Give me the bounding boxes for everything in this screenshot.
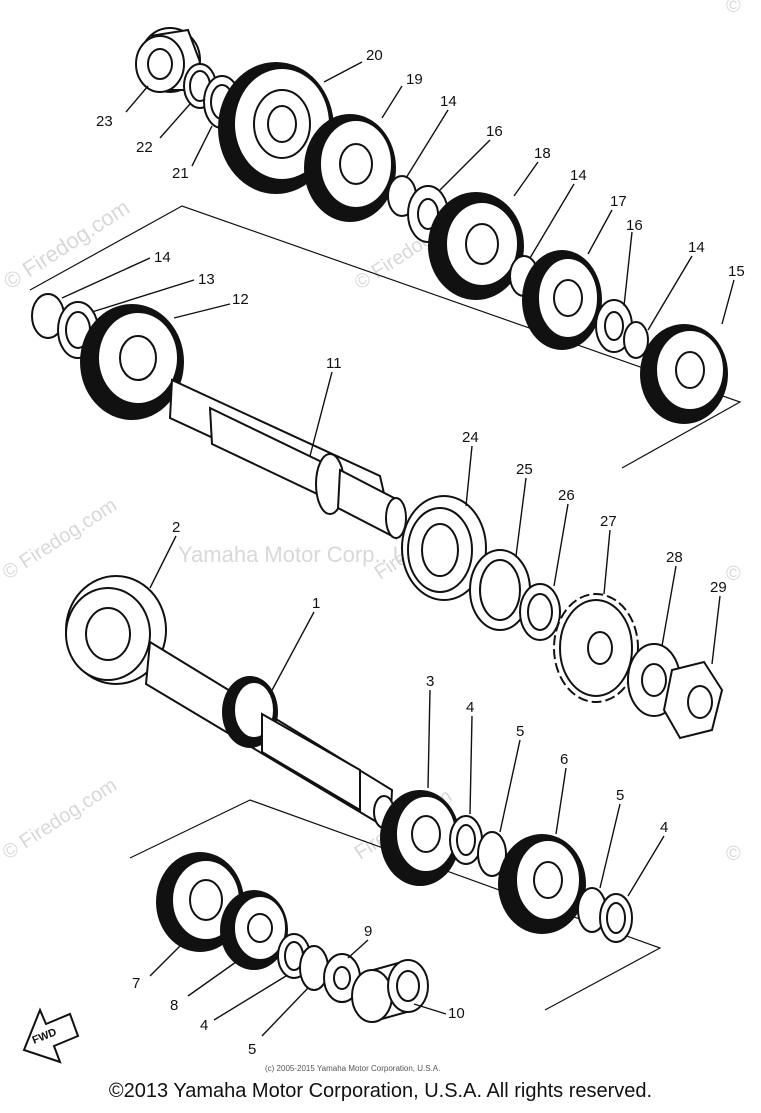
callout-14-d: 14 bbox=[154, 249, 171, 266]
part-20-gear bbox=[218, 62, 334, 194]
fwd-arrow-icon: FWD bbox=[22, 1007, 80, 1064]
part-18-gear bbox=[428, 192, 524, 300]
part-24-bearing bbox=[401, 495, 487, 601]
callout-5-a: 5 bbox=[516, 723, 524, 740]
part-17-gear bbox=[522, 250, 602, 350]
callout-13: 13 bbox=[198, 271, 215, 288]
callout-16-b: 16 bbox=[626, 217, 643, 234]
callout-20: 20 bbox=[366, 47, 383, 64]
callout-4-b: 4 bbox=[660, 819, 668, 836]
callout-4-c: 4 bbox=[200, 1017, 208, 1034]
small-credit: (c) 2005-2015 Yamaha Motor Corporation, … bbox=[265, 1064, 440, 1073]
part-15-gear bbox=[640, 324, 728, 424]
part-5-circlip-a bbox=[477, 831, 507, 877]
part-10-needle-bearing bbox=[351, 959, 429, 1023]
callout-2: 2 bbox=[172, 519, 180, 536]
callout-5-c: 5 bbox=[248, 1041, 256, 1058]
part-27-drive-sprocket bbox=[553, 593, 639, 703]
callout-19: 19 bbox=[406, 71, 423, 88]
callout-8: 8 bbox=[170, 997, 178, 1014]
callout-14-c: 14 bbox=[688, 239, 705, 256]
part-8-gear bbox=[220, 890, 288, 970]
callout-28: 28 bbox=[666, 549, 683, 566]
part-16-washer-b bbox=[595, 299, 633, 353]
watermark-site-3: © Firedog.com bbox=[0, 774, 121, 864]
part-1-drive-axle bbox=[144, 640, 395, 832]
watermark-site-2: © Firedog.com bbox=[0, 494, 121, 584]
callout-15: 15 bbox=[728, 263, 745, 280]
callout-17: 17 bbox=[610, 193, 627, 210]
watermark-corner-right: © bbox=[726, 563, 741, 585]
part-4-washer-a bbox=[449, 815, 483, 865]
callout-23: 23 bbox=[96, 113, 113, 130]
callout-25: 25 bbox=[516, 461, 533, 478]
callout-18: 18 bbox=[534, 145, 551, 162]
part-3-gear bbox=[380, 790, 460, 886]
watermark-site-1: © Firedog.com bbox=[0, 194, 134, 294]
part-29-nut bbox=[662, 660, 724, 740]
callout-26: 26 bbox=[558, 487, 575, 504]
callout-3: 3 bbox=[426, 673, 434, 690]
callout-14-b: 14 bbox=[570, 167, 587, 184]
part-4-washer-b bbox=[599, 893, 633, 943]
callout-numbers: 23 22 21 20 19 14 16 18 14 17 16 14 15 1… bbox=[96, 47, 745, 1058]
callout-21: 21 bbox=[172, 165, 189, 182]
callout-22: 22 bbox=[136, 139, 153, 156]
callout-16-a: 16 bbox=[486, 123, 503, 140]
callout-14-a: 14 bbox=[440, 93, 457, 110]
callout-1: 1 bbox=[312, 595, 320, 612]
lower-assembly-frame bbox=[129, 799, 662, 1011]
leader-lines bbox=[61, 61, 735, 1037]
callout-24: 24 bbox=[462, 429, 479, 446]
callout-11: 11 bbox=[326, 355, 342, 372]
callout-4-a: 4 bbox=[466, 699, 474, 716]
part-26-collar bbox=[519, 583, 561, 641]
part-25-oil-seal bbox=[469, 549, 531, 631]
callout-27: 27 bbox=[600, 513, 617, 530]
part-9-washer bbox=[323, 953, 361, 1003]
copyright-footer: ©2013 Yamaha Motor Corporation, U.S.A. A… bbox=[108, 1080, 653, 1102]
part-12-gear bbox=[80, 304, 184, 420]
callout-29: 29 bbox=[710, 579, 727, 596]
part-14-circlip-c bbox=[623, 321, 649, 359]
callout-9: 9 bbox=[364, 923, 372, 940]
callout-6: 6 bbox=[560, 751, 568, 768]
callout-7: 7 bbox=[132, 975, 140, 992]
callout-10: 10 bbox=[448, 1005, 465, 1022]
callout-5-b: 5 bbox=[616, 787, 624, 804]
callout-12: 12 bbox=[232, 291, 249, 308]
watermark-corner-right-top: © bbox=[726, 0, 741, 17]
part-2-bearing bbox=[65, 575, 167, 685]
part-6-gear bbox=[498, 834, 586, 934]
watermark-corner-right-2: © bbox=[726, 843, 741, 865]
part-19-gear bbox=[304, 114, 396, 222]
part-11-main-axle bbox=[168, 378, 407, 540]
upper-assembly-frame bbox=[29, 205, 742, 469]
